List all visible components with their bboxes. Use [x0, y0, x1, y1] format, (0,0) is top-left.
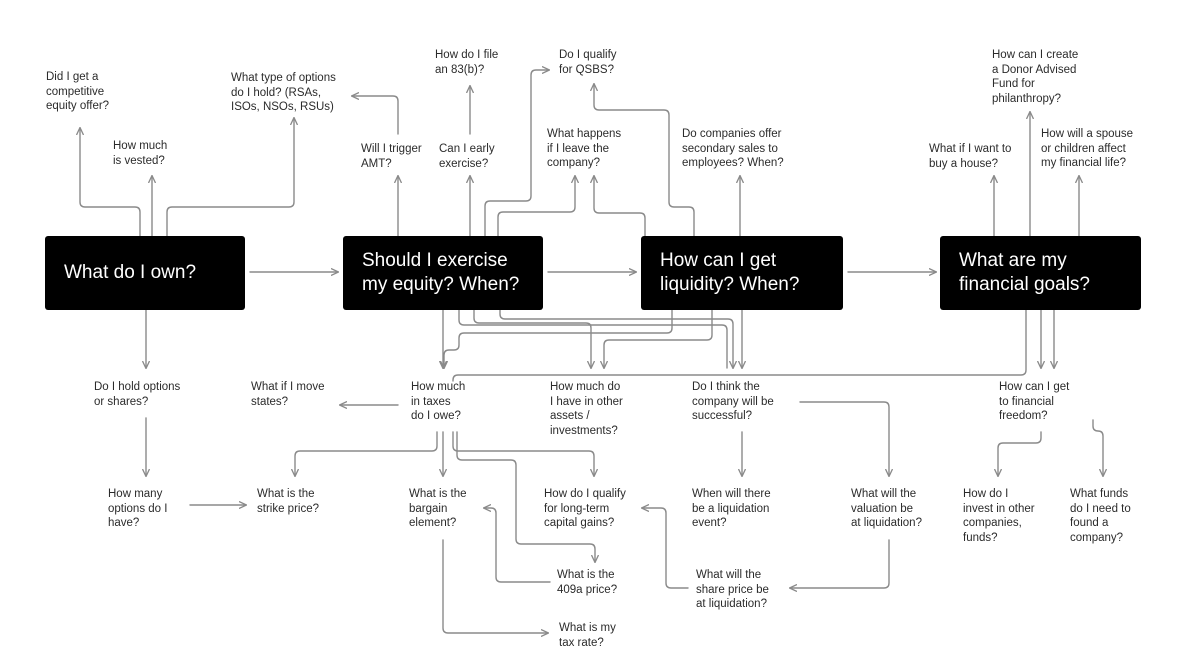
edge-price-409a-bargain — [484, 508, 551, 583]
edge-liquidity-taxes — [444, 309, 673, 368]
question-move-states: What if I move states? — [251, 381, 325, 408]
question-qsbs: Do I qualify for QSBS? — [559, 49, 617, 76]
question-share-price: What will the share price be at liquidat… — [696, 569, 769, 610]
question-amt: Will I trigger AMT? — [361, 143, 422, 170]
question-409a-price: What is the 409a price? — [557, 569, 618, 596]
edge-freedom-found — [1092, 419, 1103, 476]
edge-exercise-loop — [458, 309, 728, 369]
question-valuation-at-liquidation: What will the valuation be at liquidatio… — [851, 488, 922, 529]
question-leave-company: What happens if I leave the company? — [547, 128, 622, 169]
edge-taxes-ltcg — [452, 431, 594, 476]
edge-exercise-success — [499, 309, 733, 368]
edge-amt-options-type — [352, 96, 399, 135]
question-financial-freedom: How can I get to financial freedom? — [999, 381, 1070, 422]
question-strike-price: What is the strike price? — [257, 488, 319, 515]
edge-exercise-qsbs — [484, 70, 549, 237]
stage-what-are-my-financial-goals: What are my financial goals? — [940, 236, 1141, 310]
question-long-term-capital-gains: How do I qualify for long-term capital g… — [544, 488, 626, 529]
question-options-or-shares: Do I hold options or shares? — [94, 381, 181, 408]
question-bargain-element: What is the bargain element? — [409, 488, 467, 529]
question-buy-house: What if I want to buy a house? — [929, 143, 1012, 170]
edge-own-competitive-offer — [80, 128, 141, 237]
question-how-many-options: How many options do I have? — [108, 488, 168, 529]
question-company-success: Do I think the company will be successfu… — [692, 381, 774, 422]
question-vested: How much is vested? — [113, 140, 168, 167]
edge-own-options-type — [166, 118, 294, 237]
edge-goals-taxes — [452, 309, 1027, 382]
edge-exercise-other-assets — [473, 309, 591, 368]
edge-success-valuation — [799, 401, 889, 476]
edge-taxes-strike — [295, 431, 438, 476]
edge-liquidity-other-assets — [604, 309, 713, 368]
question-other-assets: How much do I have in other assets / inv… — [550, 381, 623, 437]
edge-valuation-share-price — [790, 539, 890, 588]
edge-liquidity-qsbs — [594, 84, 695, 237]
edge-share-price-ltcg — [642, 508, 689, 589]
question-tax-rate: What is my tax rate? — [559, 622, 616, 649]
question-spouse-children: How will a spouse or children affect my … — [1041, 128, 1134, 169]
question-competitive-offer: Did I get a competitive equity offer? — [46, 71, 110, 112]
question-secondary-sales: Do companies offer secondary sales to em… — [682, 128, 784, 169]
question-options-type: What type of options do I hold? (RSAs, I… — [231, 72, 336, 113]
question-early-exercise: Can I early exercise? — [439, 143, 495, 170]
question-invest-other: How do I invest in other companies, fund… — [963, 488, 1035, 544]
question-file-83b: How do I file an 83(b)? — [435, 49, 499, 76]
question-found-company: What funds do I need to found a company? — [1070, 488, 1131, 544]
edge-taxes-price-409a — [456, 431, 595, 562]
question-liquidation-event: When will there be a liquidation event? — [692, 488, 771, 529]
question-donor-advised-fund: How can I create a Donor Advised Fund fo… — [992, 49, 1079, 105]
edge-exercise-leave — [497, 176, 575, 237]
stage-what-do-i-own: What do I own? — [45, 236, 245, 310]
edge-freedom-invest — [998, 431, 1042, 476]
question-taxes-owe: How much in taxes do I owe? — [411, 381, 466, 422]
edge-bargain-tax-rate — [442, 539, 548, 633]
stage-how-can-i-get-liquidity: How can I get liquidity? When? — [641, 236, 843, 310]
edge-liquidity-leave — [594, 176, 646, 237]
stage-should-i-exercise: Should I exercise my equity? When? — [343, 236, 543, 310]
